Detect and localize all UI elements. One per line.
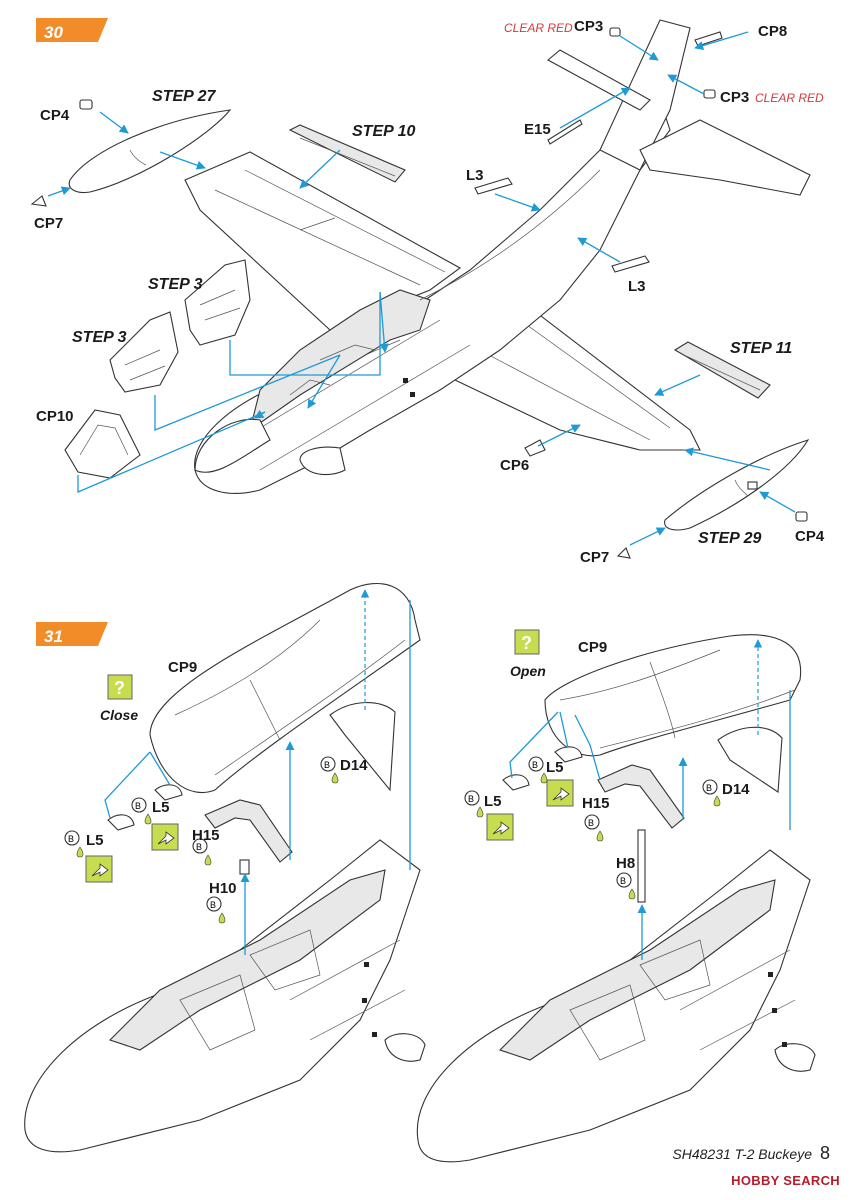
part-l5-left-a [154,784,183,801]
label-l5-right-b: L5 [484,793,502,810]
label-cp9-left: CP9 [168,659,197,676]
label-step-27: STEP 27 [152,88,217,105]
label-step-3-rear: STEP 3 [148,276,203,293]
label-clear-red-right: CLEAR RED [755,91,824,105]
label-l5-left-a: L5 [152,799,170,816]
step-31-badge: 31 [36,622,108,646]
canopy-open-assembly [416,634,816,1163]
svg-text:B: B [324,760,330,770]
label-step-3-front: STEP 3 [72,329,127,346]
svg-text:B: B [135,801,141,811]
tip-tank-left [68,109,232,194]
info-box-l5-left-b [85,855,113,883]
glue-markers-right: B B B B B [464,756,721,900]
flap-step-10 [288,124,406,183]
label-step-10: STEP 10 [352,123,416,140]
label-cp9-right: CP9 [578,639,607,656]
label-e15: E15 [524,121,551,138]
label-step-29: STEP 29 [698,530,762,547]
label-h10: H10 [209,880,237,897]
svg-text:30: 30 [44,23,63,42]
bulkhead-d14-left [329,702,396,792]
part-e15 [547,119,583,145]
info-box-l5-left-a [151,823,179,851]
part-l3-upper [474,177,513,195]
label-cp7-left: CP7 [34,215,63,232]
svg-text:B: B [68,834,74,844]
svg-text:31: 31 [44,627,63,646]
part-cp6 [524,439,546,457]
part-cp4-right [795,511,808,522]
ejection-seat-front [109,311,179,393]
label-cp6: CP6 [500,457,529,474]
label-open: Open [510,663,546,679]
svg-text:B: B [210,900,216,910]
svg-text:B: B [196,842,202,852]
aircraft-top-view [184,19,811,494]
part-l5-left-b [107,814,135,831]
label-cp4-right: CP4 [795,528,825,545]
svg-text:B: B [620,876,626,886]
bulkhead-d14-right [717,726,783,793]
flap-step-11 [673,341,771,399]
canopy-closed-assembly [24,583,426,1153]
part-cp4-left [79,99,93,110]
label-h15-left: H15 [192,827,220,844]
label-cp7-right: CP7 [580,549,609,566]
part-cp7-right [616,547,631,559]
footer-title: SH48231 T-2 Buckeye [672,1146,812,1162]
svg-text:?: ? [521,633,532,653]
part-l5-right-b [502,774,530,791]
part-l5-right-a [554,746,583,763]
label-cp10: CP10 [36,408,74,425]
svg-text:B: B [706,783,712,793]
svg-text:B: B [468,794,474,804]
part-h10 [239,859,250,875]
windscreen-cp10 [64,409,141,479]
tip-tank-right [664,439,810,531]
label-h8: H8 [616,855,635,872]
ejection-seat-rear [184,259,251,346]
watermark-text: HOBBY SEARCH [731,1173,840,1188]
label-d14-left: D14 [340,757,368,774]
page-number: 8 [819,1143,830,1163]
label-h15-right: H15 [582,795,610,812]
part-l3-lower [611,255,650,273]
step-30-arrows [47,31,796,546]
info-box-l5-right-a [546,779,574,807]
label-l5-left-b: L5 [86,832,104,849]
footer-caption: SH48231 T-2 Buckeye 8 [672,1143,830,1164]
label-step-11: STEP 11 [730,340,792,357]
info-box-open: ? [514,629,540,655]
glue-markers-left: B B B B B [64,756,339,924]
part-cp3-top [609,27,621,37]
part-h8 [637,829,646,903]
part-h15-right [597,764,685,829]
label-cp4-left: CP4 [40,107,70,124]
svg-text:?: ? [114,678,125,698]
label-l5-right-a: L5 [546,759,564,776]
svg-text:B: B [532,760,538,770]
label-cp3-top: CP3 [574,18,603,35]
label-close: Close [100,707,138,723]
step-31-left-arrows [104,589,411,955]
label-l3-upper: L3 [466,167,484,184]
step-31-right-arrows [509,639,791,960]
info-box-l5-right-b [486,813,514,841]
part-cp3-right [703,89,716,99]
label-d14-right: D14 [722,781,750,798]
label-cp3-right: CP3 [720,89,749,106]
part-cp7-left [30,195,47,207]
label-clear-red-top: CLEAR RED [504,21,573,35]
label-l3-lower: L3 [628,278,646,295]
step-30-badge: 30 [36,18,108,42]
info-box-close: ? [107,674,133,700]
svg-text:B: B [588,818,594,828]
label-cp8: CP8 [758,23,787,40]
part-h15-left [204,799,293,863]
